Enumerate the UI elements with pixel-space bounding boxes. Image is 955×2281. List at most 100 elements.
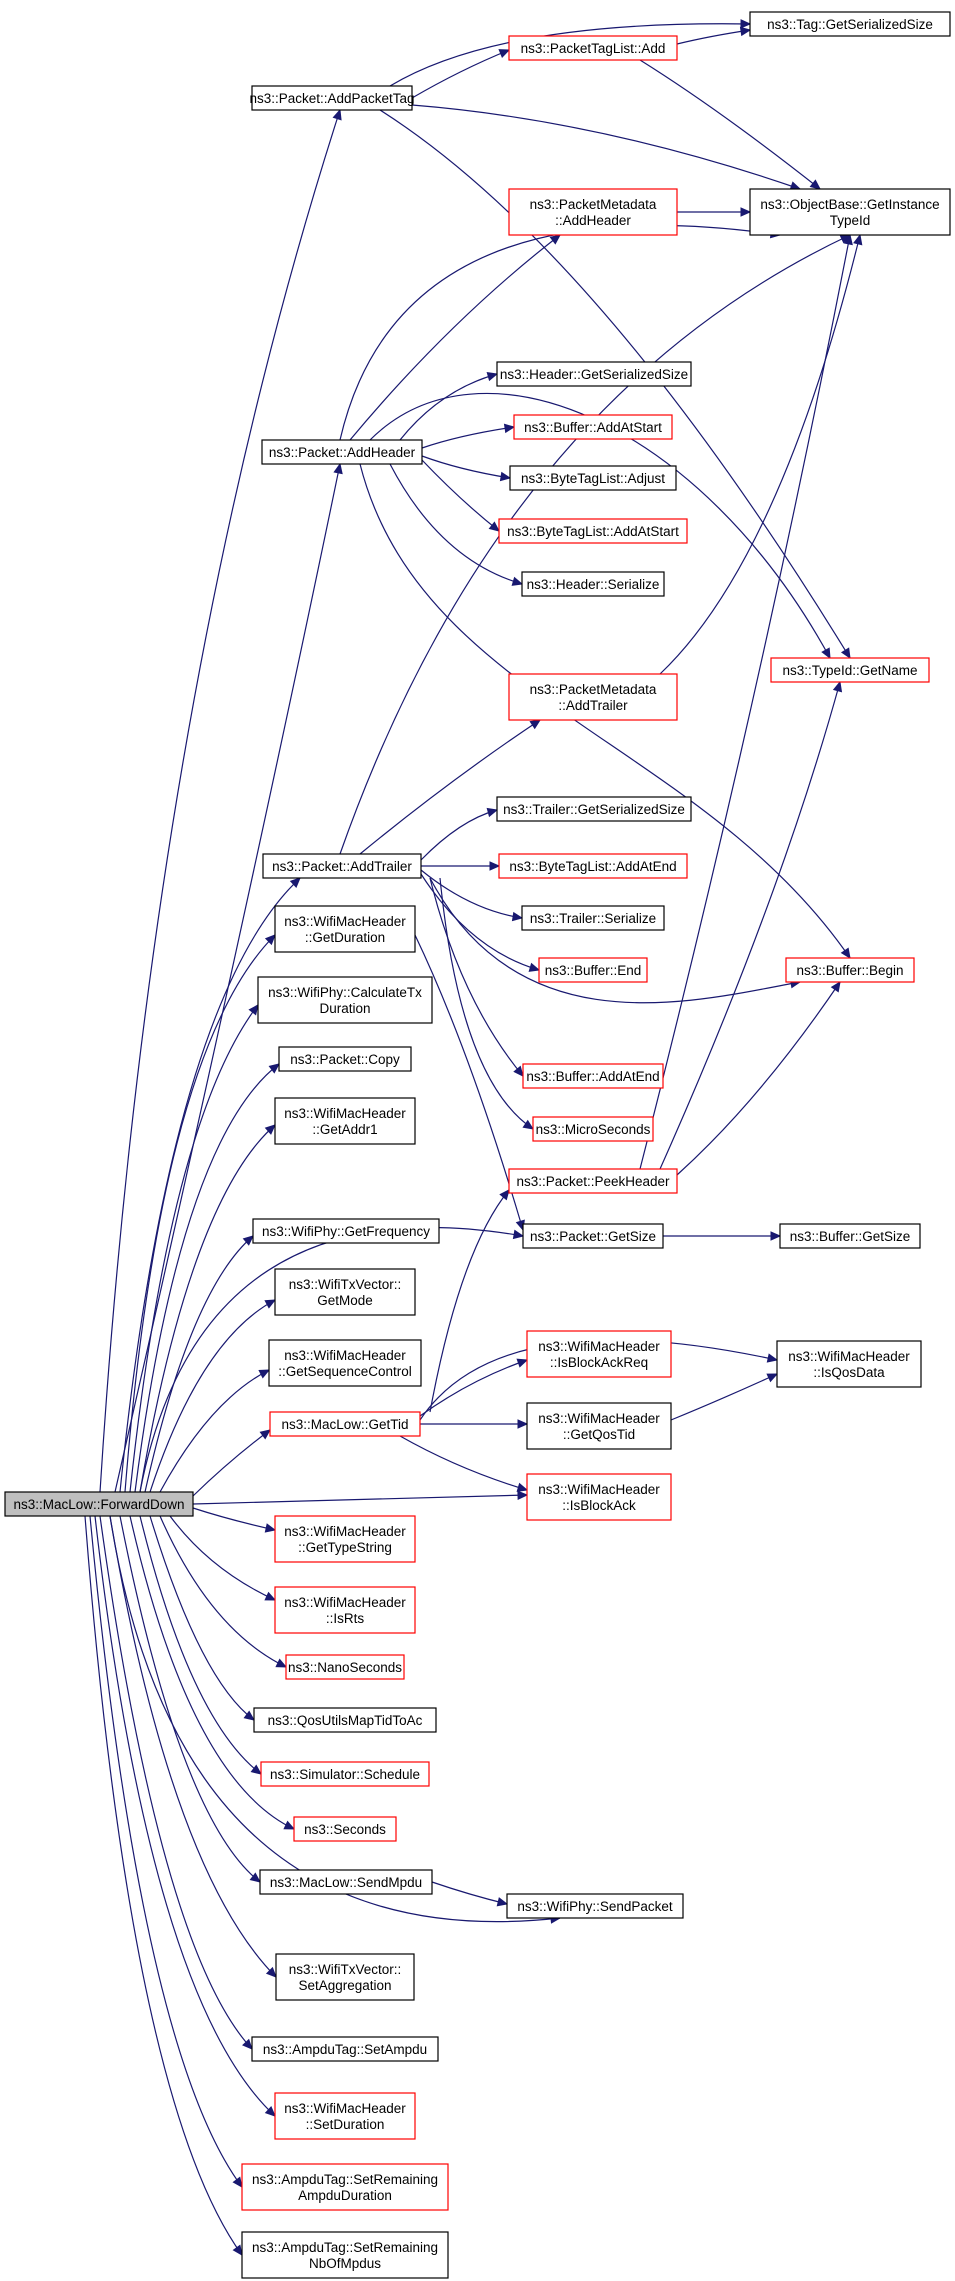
node-addPacketTag[interactable]: ns3::Packet::AddPacketTag (249, 85, 415, 111)
edge-tagListAdd-to-getInstanceTypeId (639, 59, 821, 190)
node-label: ns3::ByteTagList::Adjust (521, 471, 665, 486)
node-metaAddHeader[interactable]: ns3::PacketMetadata::AddHeader (508, 188, 678, 236)
node-headerGetSize[interactable]: ns3::Header::GetSerializedSize (496, 361, 692, 387)
edge-root-to-nanoSeconds (159, 1515, 287, 1668)
node-bufBegin[interactable]: ns3::Buffer::Begin (785, 957, 915, 983)
node-tagGetSize[interactable]: ns3::Tag::GetSerializedSize (749, 11, 951, 37)
node-headerSerialize[interactable]: ns3::Header::Serialize (521, 571, 665, 597)
edge-root-to-addTrailer (119, 877, 301, 1493)
node-label: ::AddTrailer (558, 698, 628, 713)
arrowhead (289, 877, 301, 888)
node-byteAddAtStart[interactable]: ns3::ByteTagList::AddAtStart (498, 518, 688, 544)
arrowhead (517, 1419, 529, 1429)
arrowhead (503, 423, 516, 434)
node-byteAdjust[interactable]: ns3::ByteTagList::Adjust (509, 465, 677, 491)
node-box (274, 1097, 416, 1145)
node-root[interactable]: ns3::MacLow::ForwardDown (4, 1491, 194, 1517)
node-box (526, 1330, 672, 1378)
node-box (274, 2092, 416, 2140)
node-setAmpdu[interactable]: ns3::AmpduTag::SetAmpdu (251, 2036, 439, 2062)
node-box (538, 957, 648, 983)
node-label: ns3::NanoSeconds (288, 1660, 402, 1675)
node-packetGetSize[interactable]: ns3::Packet::GetSize (522, 1223, 664, 1249)
node-label: ns3::WifiMacHeader (538, 1339, 660, 1354)
node-getQosTid[interactable]: ns3::WifiMacHeader::GetQosTid (526, 1402, 672, 1450)
node-isBlockAck[interactable]: ns3::WifiMacHeader::IsBlockAck (526, 1473, 672, 1521)
node-metaAddTrailer[interactable]: ns3::PacketMetadata::AddTrailer (508, 673, 678, 721)
node-getSeqControl[interactable]: ns3::WifiMacHeader::GetSequenceControl (268, 1339, 422, 1387)
arrowhead (486, 807, 499, 818)
node-label: TypeId (830, 213, 871, 228)
node-label: ns3::MicroSeconds (536, 1122, 651, 1137)
node-label: ns3::MacLow::SendMpdu (270, 1875, 422, 1890)
node-label: ns3::WifiMacHeader (538, 1411, 660, 1426)
node-getFrequency[interactable]: ns3::WifiPhy::GetFrequency (252, 1218, 440, 1244)
node-bufAddAtStart[interactable]: ns3::Buffer::AddAtStart (513, 414, 673, 440)
node-box (498, 853, 688, 879)
node-bufGetSize[interactable]: ns3::Buffer::GetSize (779, 1223, 921, 1249)
node-peekHeader[interactable]: ns3::Packet::PeekHeader (508, 1168, 678, 1194)
node-label: ns3::WifiMacHeader (284, 1106, 406, 1121)
arrowhead (264, 934, 276, 946)
node-trailerGetSize[interactable]: ns3::Trailer::GetSerializedSize (496, 796, 692, 822)
node-box (259, 1869, 433, 1895)
node-qosMapTid[interactable]: ns3::QosUtilsMapTidToAc (253, 1707, 437, 1733)
node-isQosData[interactable]: ns3::WifiMacHeader::IsQosData (776, 1340, 922, 1388)
edge-peekHeader-to-typeIdGetName (659, 681, 841, 1170)
node-label: AmpduDuration (298, 2188, 392, 2203)
node-nanoSeconds[interactable]: ns3::NanoSeconds (285, 1654, 405, 1680)
edge-root-to-txGetMode (149, 1299, 276, 1493)
node-setDuration[interactable]: ns3::WifiMacHeader::SetDuration (274, 2092, 416, 2140)
arrowhead (830, 980, 841, 993)
node-trailerSerialize[interactable]: ns3::Trailer::Serialize (521, 905, 665, 931)
node-label: ns3::WifiMacHeader (284, 1595, 406, 1610)
node-microSeconds[interactable]: ns3::MicroSeconds (532, 1116, 654, 1142)
node-macGetDuration[interactable]: ns3::WifiMacHeader::GetDuration (274, 905, 416, 953)
node-getTypeString[interactable]: ns3::WifiMacHeader::GetTypeString (274, 1515, 416, 1563)
arrowhead (332, 108, 342, 121)
node-packetCopy[interactable]: ns3::Packet::Copy (278, 1046, 412, 1072)
edge-root-to-macGetDuration (124, 934, 276, 1493)
node-typeIdGetName[interactable]: ns3::TypeId::GetName (770, 657, 930, 683)
node-bufEnd[interactable]: ns3::Buffer::End (538, 957, 648, 983)
node-box (278, 1046, 412, 1072)
node-sendMpdu[interactable]: ns3::MacLow::SendMpdu (259, 1869, 433, 1895)
node-label: ns3::Packet::PeekHeader (516, 1174, 670, 1189)
node-label: ns3::WifiMacHeader (788, 1349, 910, 1364)
node-getTid[interactable]: ns3::MacLow::GetTid (269, 1411, 421, 1437)
node-box (274, 1586, 416, 1634)
node-addTrailer[interactable]: ns3::Packet::AddTrailer (262, 853, 422, 879)
node-label: ns3::WifiPhy::GetFrequency (262, 1224, 430, 1239)
node-box (776, 1340, 922, 1388)
node-setAggregation[interactable]: ns3::WifiTxVector::SetAggregation (275, 1953, 415, 2001)
node-isRts[interactable]: ns3::WifiMacHeader::IsRts (274, 1586, 416, 1634)
edge-sendMpdu-to-sendPacket (431, 1881, 508, 1905)
node-sendPacket[interactable]: ns3::WifiPhy::SendPacket (506, 1893, 684, 1919)
node-getAddr1[interactable]: ns3::WifiMacHeader::GetAddr1 (274, 1097, 416, 1145)
arrowhead (529, 719, 542, 730)
node-seconds[interactable]: ns3::Seconds (293, 1816, 397, 1842)
edge-root-to-getFrequency (144, 1235, 254, 1493)
edge-root-to-seconds (129, 1515, 295, 1830)
arrowhead (511, 576, 524, 586)
node-bufAddAtEnd[interactable]: ns3::Buffer::AddAtEnd (522, 1063, 664, 1089)
node-txGetMode[interactable]: ns3::WifiTxVector::GetMode (274, 1268, 416, 1316)
node-addHeader[interactable]: ns3::Packet::AddHeader (261, 439, 423, 465)
arrowhead (840, 947, 851, 960)
node-box (241, 2231, 449, 2279)
node-byteAddAtEnd[interactable]: ns3::ByteTagList::AddAtEnd (498, 853, 688, 879)
node-simSchedule[interactable]: ns3::Simulator::Schedule (260, 1761, 430, 1787)
edge-root-to-packetCopy (134, 1063, 280, 1493)
node-tagListAdd[interactable]: ns3::PacketTagList::Add (508, 35, 678, 61)
node-box (253, 1707, 437, 1733)
node-label: ns3::PacketTagList::Add (521, 41, 666, 56)
edge-addTrailer-to-trailerGetSize (420, 809, 498, 861)
arrowhead (496, 1897, 509, 1907)
node-isBlockAckReq[interactable]: ns3::WifiMacHeader::IsBlockAckReq (526, 1330, 672, 1378)
node-label: ns3::Seconds (304, 1822, 386, 1837)
arrowhead (549, 234, 561, 245)
